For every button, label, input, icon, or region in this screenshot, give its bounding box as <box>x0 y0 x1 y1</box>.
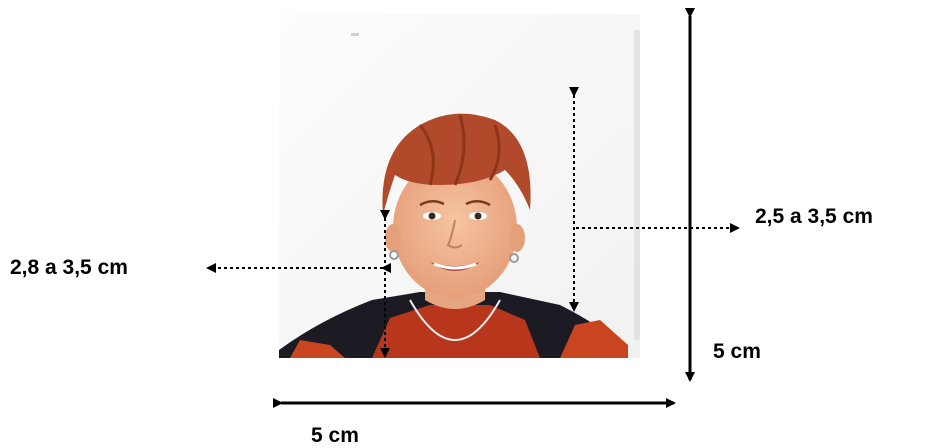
necklace <box>409 299 501 341</box>
sweater <box>372 305 540 358</box>
face-height-label: 2,8 a 3,5 cm <box>10 256 128 279</box>
head-height-label: 2,5 a 3,5 cm <box>755 205 873 228</box>
photo-width-label: 5 cm <box>311 424 359 447</box>
hair <box>382 113 531 215</box>
photo-height-label: 5 cm <box>713 340 761 363</box>
portrait-photo <box>279 14 640 358</box>
face <box>393 158 517 298</box>
